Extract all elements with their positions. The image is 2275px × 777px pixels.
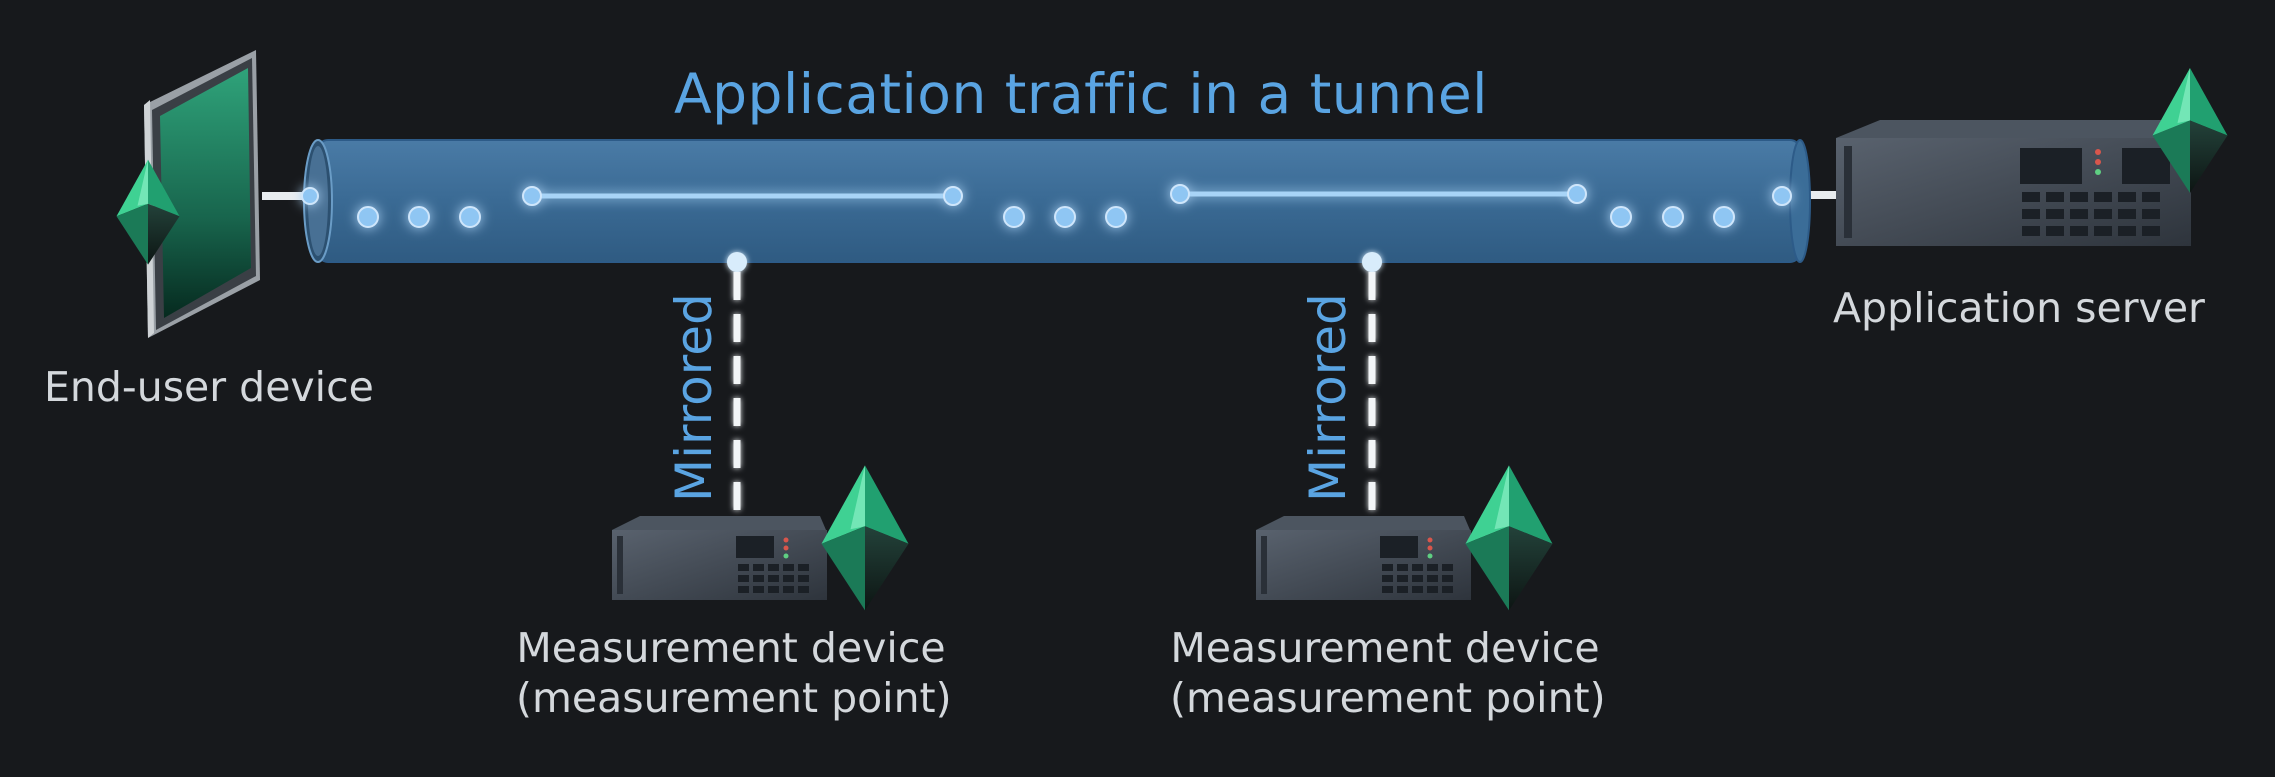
connector	[1796, 191, 1840, 199]
end-user-device-label: End-user device	[44, 363, 374, 411]
server-icon	[1256, 465, 1553, 611]
packet-flow	[301, 184, 1792, 228]
mirror-label-1: Mirrored	[665, 293, 723, 502]
measurement-device-label-2: Measurement device (measurement point)	[1170, 623, 1606, 723]
measurement-point-note: (measurement point)	[1170, 674, 1606, 723]
measurement-device-label-1: Measurement device (measurement point)	[516, 623, 952, 723]
crystal-icon	[821, 465, 909, 611]
mirror-label-2: Mirrored	[1299, 293, 1357, 502]
measurement-device-name: Measurement device	[516, 624, 946, 672]
monitor-icon	[116, 50, 260, 338]
tunnel-title: Application traffic in a tunnel	[674, 62, 1488, 126]
tunnel	[303, 139, 1811, 263]
measurement-device-name: Measurement device	[1170, 624, 1600, 672]
application-server-label: Application server	[1833, 284, 2205, 332]
measurement-point-note: (measurement point)	[516, 674, 952, 723]
connector	[262, 192, 304, 200]
mirror-link-1	[727, 252, 747, 515]
server-icon	[1836, 68, 2228, 246]
mirror-link-2	[1362, 252, 1382, 515]
crystal-icon	[1465, 465, 1553, 611]
server-icon	[612, 465, 909, 611]
